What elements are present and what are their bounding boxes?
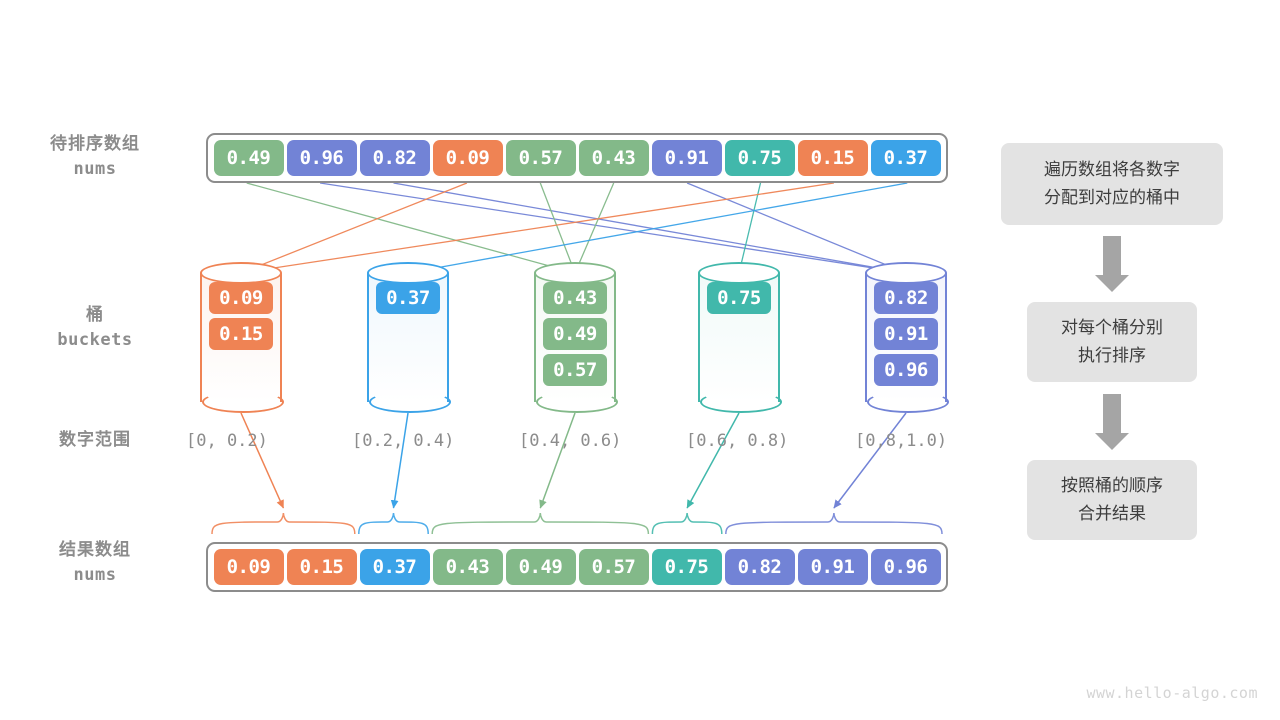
result-array-cell: 0.57	[578, 549, 649, 585]
bucket-bottom-ellipse	[536, 391, 618, 413]
source-array-cell: 0.43	[578, 140, 649, 176]
bucket-item: 0.09	[209, 282, 273, 314]
label-source-array: 待排序数组 nums	[0, 132, 190, 181]
merge-arrow	[240, 412, 285, 509]
distribute-line	[246, 182, 576, 274]
label-source-array-cn: 待排序数组	[50, 134, 140, 154]
bucket: 0.09 0.15	[200, 262, 284, 413]
step-arrow-head	[1095, 433, 1129, 450]
result-array-cell: 0.15	[286, 549, 357, 585]
distribute-line	[393, 182, 907, 274]
merge-brace	[211, 512, 356, 535]
bucket: 0.43 0.49 0.57	[534, 262, 618, 413]
label-buckets-cn: 桶	[86, 305, 104, 325]
range-label: [0.6, 0.8)	[686, 431, 789, 451]
merge-arrow	[390, 412, 409, 509]
distribute-line	[574, 182, 615, 274]
bucket-top-ellipse	[200, 262, 282, 284]
bucket: 0.75	[698, 262, 782, 413]
bucket-item: 0.57	[543, 354, 607, 386]
result-array-cell: 0.96	[870, 549, 941, 585]
bucket-bottom-ellipse	[700, 391, 782, 413]
merge-brace	[651, 512, 723, 535]
source-array-cell: 0.91	[651, 140, 722, 176]
source-array-cell: 0.09	[432, 140, 503, 176]
step-box-sort-each: 对每个桶分别 执行排序	[1027, 302, 1197, 382]
bucket-bottom-ellipse	[369, 391, 451, 413]
bucket-bottom-ellipse	[867, 391, 949, 413]
merge-brace	[431, 512, 650, 535]
bucket-items: 0.09 0.15	[207, 282, 275, 350]
distribute-line	[240, 182, 468, 274]
bucket-item: 0.49	[543, 318, 607, 350]
bucket-item: 0.37	[376, 282, 440, 314]
bucket-item: 0.96	[874, 354, 938, 386]
bucket-top-ellipse	[534, 262, 616, 284]
bucket-top-ellipse	[367, 262, 449, 284]
label-number-range: 数字范围	[0, 428, 190, 453]
watermark: www.hello-algo.com	[1086, 684, 1258, 702]
label-source-array-en: nums	[73, 158, 117, 179]
bucket-items: 0.37	[374, 282, 442, 314]
range-label: [0.2, 0.4)	[352, 431, 455, 451]
distribute-line	[407, 182, 908, 274]
merge-brace	[358, 512, 429, 535]
distribute-line	[686, 182, 907, 274]
bucket-item: 0.15	[209, 318, 273, 350]
bucket-item: 0.75	[707, 282, 771, 314]
merge-brace	[725, 512, 943, 535]
distribute-line	[738, 182, 762, 274]
bucket-item: 0.82	[874, 282, 938, 314]
bucket-item: 0.43	[543, 282, 607, 314]
source-array-cell: 0.57	[505, 140, 576, 176]
step-arrow-shaft	[1103, 236, 1121, 276]
source-array-cell: 0.37	[870, 140, 941, 176]
bucket-item: 0.91	[874, 318, 938, 350]
result-array-cell: 0.43	[432, 549, 503, 585]
source-array-cell: 0.75	[724, 140, 795, 176]
label-result-array-cn: 结果数组	[59, 540, 131, 560]
merge-arrow	[833, 412, 907, 509]
result-array-cell: 0.82	[724, 549, 795, 585]
range-label: [0, 0.2)	[186, 431, 268, 451]
source-array-cell: 0.96	[286, 140, 357, 176]
merge-arrow	[539, 412, 576, 509]
label-buckets-en: buckets	[57, 329, 133, 350]
range-label: [0,8,1.0)	[855, 431, 948, 451]
bucket-top-ellipse	[698, 262, 780, 284]
distribute-line	[539, 182, 576, 274]
bucket-items: 0.82 0.91 0.96	[872, 282, 940, 386]
bucket-items: 0.43 0.49 0.57	[541, 282, 609, 386]
result-array-cell: 0.49	[505, 549, 576, 585]
source-array-cell: 0.82	[359, 140, 430, 176]
merge-arrow	[686, 412, 740, 509]
distribute-line	[320, 182, 907, 274]
result-array-cell: 0.91	[797, 549, 868, 585]
step-arrow-shaft	[1103, 394, 1121, 434]
bucket-bottom-ellipse	[202, 391, 284, 413]
label-buckets: 桶 buckets	[0, 303, 190, 352]
distribute-line	[240, 182, 834, 274]
source-array-cell: 0.49	[213, 140, 284, 176]
label-number-range-cn: 数字范围	[59, 430, 131, 450]
label-result-array-en: nums	[73, 564, 117, 585]
step-arrow-head	[1095, 275, 1129, 292]
range-label: [0.4, 0.6)	[519, 431, 622, 451]
step-box-distribute: 遍历数组将各数字 分配到对应的桶中	[1001, 143, 1223, 225]
bucket: 0.82 0.91 0.96	[865, 262, 949, 413]
result-array-cell: 0.75	[651, 549, 722, 585]
label-result-array: 结果数组 nums	[0, 538, 190, 587]
step-box-merge: 按照桶的顺序 合并结果	[1027, 460, 1197, 540]
bucket-items: 0.75	[705, 282, 773, 314]
source-array-cell: 0.15	[797, 140, 868, 176]
result-array-cell: 0.37	[359, 549, 430, 585]
result-array-cell: 0.09	[213, 549, 284, 585]
bucket-top-ellipse	[865, 262, 947, 284]
bucket: 0.37	[367, 262, 451, 413]
